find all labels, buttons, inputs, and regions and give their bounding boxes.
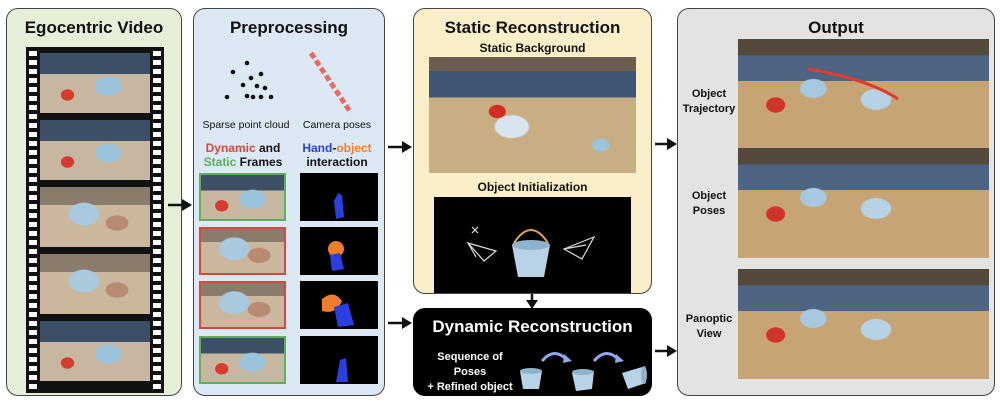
object-trajectory-image [738,39,989,149]
output-row-1-line-1: Object [691,88,727,100]
static-word: Static [203,155,237,169]
hand-object-mask-image [300,227,378,275]
sequence-line-1: Sequence of Poses [437,351,503,378]
arrow-static-to-output [655,138,677,150]
egocentric-video-panel: Egocentric Video [6,8,182,396]
preprocessing-title: Preprocessing [229,18,349,37]
object-initialization-label: Object Initialization [477,180,588,194]
camera-poses-label: Camera poses [302,119,372,131]
hand-object-mask-image [300,281,378,329]
sparse-point-cloud-icon [224,60,274,100]
video-frame-5 [40,321,150,381]
output-row-3-line-1: Panoptic [685,313,733,325]
static-frame-thumbnail [199,173,286,221]
panoptic-view-image [738,269,989,379]
dynamic-reconstruction-title: Dynamic Reconstruction [432,317,633,336]
and-word: and [255,141,281,155]
sequence-line-2: + Refined object [427,381,513,393]
static-reconstruction-panel: Static Reconstruction Static Background … [413,8,652,294]
static-frame-thumbnail [199,336,286,384]
egocentric-video-title: Egocentric Video [24,18,164,37]
dynamic-frame-thumbnail [199,281,286,329]
dynamic-reconstruction-panel: Dynamic Reconstruction Sequence of Poses… [413,308,652,396]
output-panel: Output Object Trajectory Object Poses Pa… [677,8,995,396]
film-sprocket-holes-left [29,51,37,389]
bucket-pose-2-icon [572,369,594,391]
hand-word: Hand [302,141,333,155]
object-initialization-image [434,197,631,293]
dynamic-static-frames-heading: Dynamic and Static Frames [198,141,288,169]
static-background-label: Static Background [479,41,586,55]
video-frame-2 [40,120,150,180]
hand-mask-image [300,173,378,221]
video-frame-3 [40,187,150,247]
camera-frustum-left-icon [466,226,498,262]
bucket-pose-1-icon [520,368,542,389]
bucket-object-icon [512,229,550,277]
pose-sequence-illustration [520,352,647,391]
arrow-preprocessing-to-static [388,141,412,153]
output-row-1-line-2: Trajectory [682,103,736,115]
interaction-word: interaction [306,155,368,169]
video-frame-1 [40,53,150,113]
film-strip [26,47,164,393]
output-row-2-line-2: Poses [692,205,726,217]
dynamic-word: Dynamic [205,141,256,155]
sparse-point-cloud-label: Sparse point cloud [202,119,290,131]
object-word: object [336,141,372,155]
sequence-of-poses-label: Sequence of Poses + Refined object [420,350,520,395]
camera-frustum-right-icon [562,235,596,260]
bucket-pose-3-icon [622,366,647,389]
dynamic-frame-thumbnail [199,227,286,275]
object-poses-image [738,148,989,258]
film-sprocket-holes-right [153,51,161,389]
video-frame-4 [40,254,150,314]
output-row-3-line-2: View [696,328,722,340]
arrow-video-to-preprocessing [168,199,192,211]
output-row-2-line-1: Object [691,190,727,202]
static-reconstruction-title: Static Reconstruction [444,18,621,37]
frames-word: Frames [236,155,283,169]
object-poses-label: Object Poses [678,189,740,219]
hand-object-interaction-heading: Hand-object interaction [294,141,380,169]
arrow-static-to-dynamic [526,294,538,309]
camera-poses-icon [308,51,354,115]
arrow-dynamic-to-output [655,345,677,357]
static-background-image [429,57,636,173]
output-title: Output [808,18,864,37]
hand-mask-image [300,336,378,384]
arrow-preprocessing-to-dynamic [388,317,412,329]
dash-word: - [332,141,337,155]
trajectory-path [807,67,899,101]
object-trajectory-label: Object Trajectory [678,87,740,117]
panoptic-view-label: Panoptic View [678,312,740,342]
preprocessing-panel: Preprocessing Sparse point cloud Camera … [193,8,385,396]
